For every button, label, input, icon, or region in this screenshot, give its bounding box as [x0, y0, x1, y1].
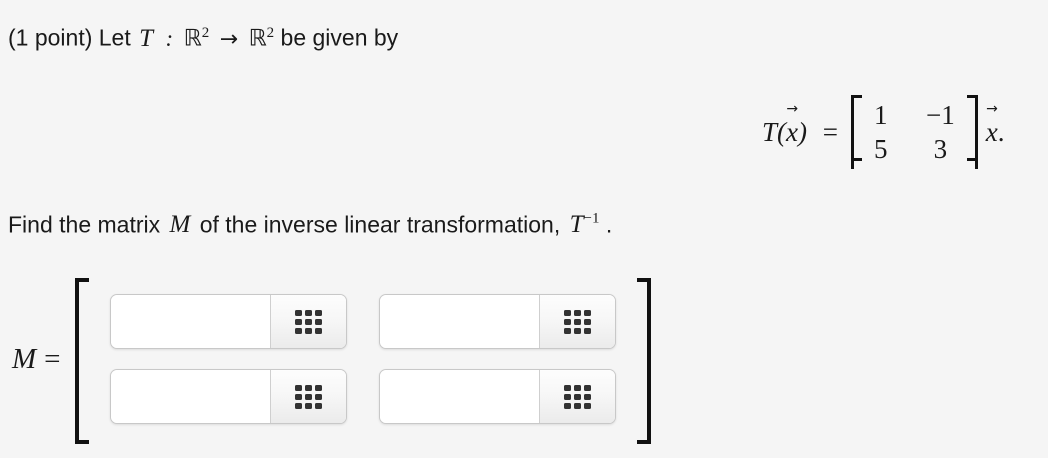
- equation-rhs-vector-x: x: [986, 117, 998, 148]
- instruction-middle: of the inverse linear transformation,: [199, 211, 561, 238]
- instruction-period: .: [605, 211, 613, 238]
- answer-field-1-1[interactable]: [109, 294, 347, 349]
- points-label: (1 point): [8, 24, 93, 51]
- answer-right-bracket: [636, 278, 651, 440]
- inverse-transform-exponent: −1: [583, 211, 600, 227]
- inverse-transform-symbol: T−1: [567, 211, 600, 238]
- equation-period: .: [997, 116, 1005, 147]
- problem-statement-line: (1 point) Let T : ℝ2 → ℝ2 be given by: [8, 18, 398, 55]
- matrix-cell-2-1: 5: [874, 134, 888, 164]
- inverse-transform-base: T: [569, 211, 584, 239]
- domain-exponent: 2: [201, 25, 210, 41]
- map-arrow-icon: →: [219, 26, 239, 52]
- equation-right-hand-side: x.: [982, 117, 1005, 148]
- answer-entry-area: M=: [8, 278, 651, 440]
- keypad-grid-icon: [294, 384, 322, 409]
- instruction-prefix: Find the matrix: [8, 211, 161, 238]
- equation-function-symbol: T: [762, 116, 778, 147]
- equation-left-hand-side: T(x) =: [762, 117, 847, 148]
- keypad-button-2-1[interactable]: [269, 370, 346, 423]
- codomain-set-symbol: ℝ: [248, 25, 267, 52]
- answer-left-bracket: [74, 278, 89, 440]
- answer-field-2-1[interactable]: [109, 369, 347, 424]
- coefficient-matrix: 1 −1 5 3: [851, 95, 978, 169]
- matrix-right-bracket: [966, 95, 978, 169]
- equation-lhs-vector-x: x: [786, 117, 798, 148]
- matrix-cell-1-1: 1: [874, 100, 888, 130]
- keypad-grid-icon: [294, 309, 322, 334]
- answer-input-1-1[interactable]: [110, 295, 270, 348]
- instruction-matrix-symbol: M: [169, 211, 191, 239]
- matrix-cell-2-2: 3: [933, 134, 948, 164]
- keypad-button-1-2[interactable]: [538, 295, 615, 348]
- answer-matrix-symbol: M: [12, 342, 37, 375]
- keypad-button-2-2[interactable]: [538, 370, 615, 423]
- instruction-line: Find the matrix M of the inverse linear …: [8, 204, 612, 240]
- domain-set-symbol: ℝ: [183, 25, 202, 52]
- matrix-left-bracket: [851, 95, 862, 169]
- transformation-equation: T(x) = 1 −1 5 3 x.: [762, 95, 1004, 169]
- keypad-grid-icon: [563, 309, 591, 334]
- codomain-exponent: 2: [266, 25, 275, 41]
- answer-input-1-2[interactable]: [379, 295, 539, 348]
- answer-equals-sign: =: [44, 342, 61, 375]
- line1-suffix: be given by: [280, 24, 399, 51]
- keypad-grid-icon: [563, 384, 591, 409]
- matrix-cell-1-2: −1: [926, 100, 955, 130]
- equation-equals-sign: =: [822, 116, 838, 147]
- transform-symbol: T: [139, 24, 154, 52]
- answer-input-grid: [89, 278, 637, 440]
- matrix-grid: 1 −1 5 3: [862, 95, 967, 169]
- keypad-button-1-1[interactable]: [269, 295, 346, 348]
- answer-field-1-2[interactable]: [378, 294, 616, 349]
- line1-prefix: Let: [98, 24, 131, 51]
- answer-field-2-2[interactable]: [378, 369, 616, 424]
- equation-close-paren: ): [798, 116, 808, 147]
- equation-open-paren: (: [777, 116, 787, 147]
- answer-matrix-label: M=: [8, 343, 75, 376]
- answer-input-2-2[interactable]: [379, 370, 539, 423]
- mapping-colon: :: [165, 25, 174, 51]
- answer-input-2-1[interactable]: [110, 370, 270, 423]
